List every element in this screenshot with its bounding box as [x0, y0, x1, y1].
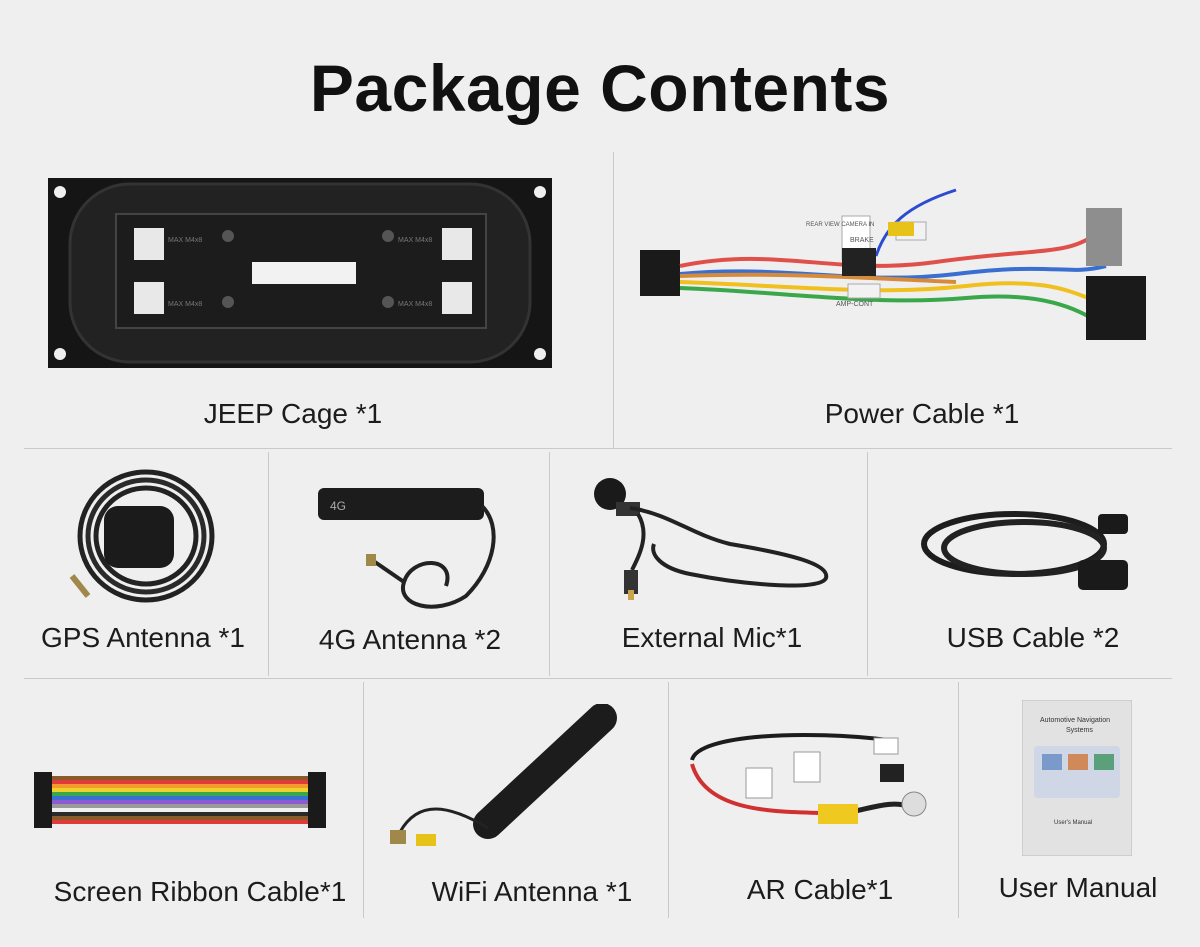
- power-tag: BRAKE: [850, 237, 874, 244]
- power-tag: REAR VIEW CAMERA IN: [806, 222, 874, 228]
- item-label-user-manual: User Manual: [998, 872, 1158, 903]
- user-manual-image: Automotive Navigation Systems User's Man…: [1022, 700, 1132, 856]
- cage-mark: MAX M4x8: [168, 301, 202, 308]
- manual-title: Automotive Navigation: [1040, 717, 1110, 724]
- item-label-jeep-cage: JEEP Cage *1: [203, 398, 383, 429]
- cage-mark: MAX M4x8: [398, 237, 432, 244]
- item-label-power-cable: Power Cable *1: [824, 398, 1020, 429]
- manual-title-2: Systems: [1066, 727, 1093, 734]
- item-label-ribbon-cable: Screen Ribbon Cable*1: [53, 876, 347, 907]
- divider: [668, 682, 669, 918]
- 4g-mark: 4G: [330, 499, 346, 513]
- item-label-usb-cable: USB Cable *2: [946, 622, 1120, 653]
- divider: [549, 452, 550, 676]
- divider: [867, 452, 868, 676]
- manual-subtitle: User's Manual: [1054, 820, 1092, 826]
- cage-mark: MAX M4x8: [398, 301, 432, 308]
- power-tag: AMP-CONT: [836, 301, 874, 308]
- ar-cable-image: [688, 730, 930, 834]
- item-label-ar-cable: AR Cable*1: [746, 874, 894, 905]
- gps-antenna-image: [68, 466, 218, 614]
- divider: [24, 448, 1172, 449]
- page-title: Package Contents: [309, 51, 891, 125]
- divider: [24, 678, 1172, 679]
- item-label-external-mic: External Mic*1: [621, 622, 803, 653]
- wifi-antenna-image: [388, 704, 624, 854]
- power-cable-image: REAR VIEW CAMERA IN BRAKE AMP-CONT: [636, 186, 1164, 348]
- ribbon-cable-image: [34, 770, 326, 830]
- divider: [268, 452, 269, 676]
- divider: [363, 682, 364, 918]
- divider: [958, 682, 959, 918]
- 4g-antenna-image: 4G: [316, 486, 502, 614]
- usb-cable-image: [918, 500, 1134, 596]
- divider: [613, 152, 614, 448]
- cage-mark: MAX M4x8: [168, 237, 202, 244]
- item-label-gps-antenna: GPS Antenna *1: [41, 622, 245, 653]
- jeep-cage-image: MAX M4x8 MAX M4x8 MAX M4x8 MAX M4x8: [48, 178, 552, 368]
- item-label-wifi-antenna: WiFi Antenna *1: [431, 876, 633, 907]
- item-label-4g-antenna: 4G Antenna *2: [318, 624, 502, 655]
- external-mic-image: [590, 474, 838, 602]
